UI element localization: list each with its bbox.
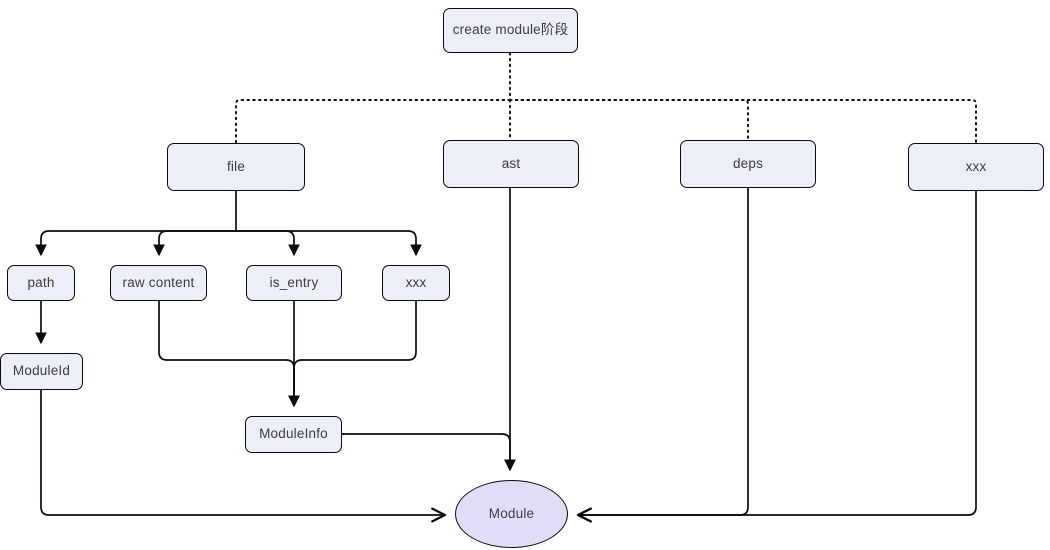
node-module-label: Module (488, 505, 535, 521)
edge-xxx-top-to-module (576, 191, 977, 523)
node-ast-label: ast (501, 155, 521, 171)
node-path-label: path (27, 274, 55, 290)
node-module-info[interactable]: ModuleInfo (245, 416, 342, 453)
edge-file-to-raw-content (153, 230, 236, 257)
edge-create-module-to-deps (509, 99, 749, 141)
edge-module-id-to-module (40, 390, 447, 523)
node-module[interactable]: Module (455, 480, 568, 548)
node-raw-content[interactable]: raw content (110, 265, 207, 301)
node-create-module-label: create module阶段 (452, 22, 569, 38)
node-ast[interactable]: ast (443, 140, 579, 188)
edge-raw-content-to-module-info (158, 301, 300, 408)
edge-module-info-to-module (342, 433, 516, 472)
edge-xxx-mid-to-module-info (288, 301, 417, 408)
node-deps[interactable]: deps (680, 140, 816, 188)
edge-create-module-to-file (235, 99, 511, 144)
node-module-id-label: ModuleId (12, 363, 71, 379)
node-xxx-mid-label: xxx (405, 274, 427, 290)
edge-file-to-xxx-mid (236, 230, 422, 257)
edge-file-to-is-entry (236, 230, 300, 257)
node-path[interactable]: path (7, 265, 75, 301)
node-raw-content-label: raw content (122, 274, 195, 290)
edge-file-to-path (35, 230, 236, 257)
node-module-info-label: ModuleInfo (259, 426, 328, 442)
node-module-id[interactable]: ModuleId (0, 353, 83, 390)
edge-create-module-to-xxx (509, 99, 977, 144)
node-create-module[interactable]: create module阶段 (443, 8, 578, 53)
edge-deps-to-module (576, 188, 749, 523)
node-is-entry-label: is_entry (269, 274, 319, 290)
node-xxx-mid[interactable]: xxx (382, 265, 450, 301)
node-xxx-top[interactable]: xxx (908, 143, 1044, 191)
node-deps-label: deps (732, 155, 764, 171)
node-is-entry[interactable]: is_entry (246, 265, 342, 301)
node-file-label: file (226, 158, 246, 174)
node-file[interactable]: file (167, 143, 305, 191)
node-xxx-top-label: xxx (965, 158, 987, 174)
